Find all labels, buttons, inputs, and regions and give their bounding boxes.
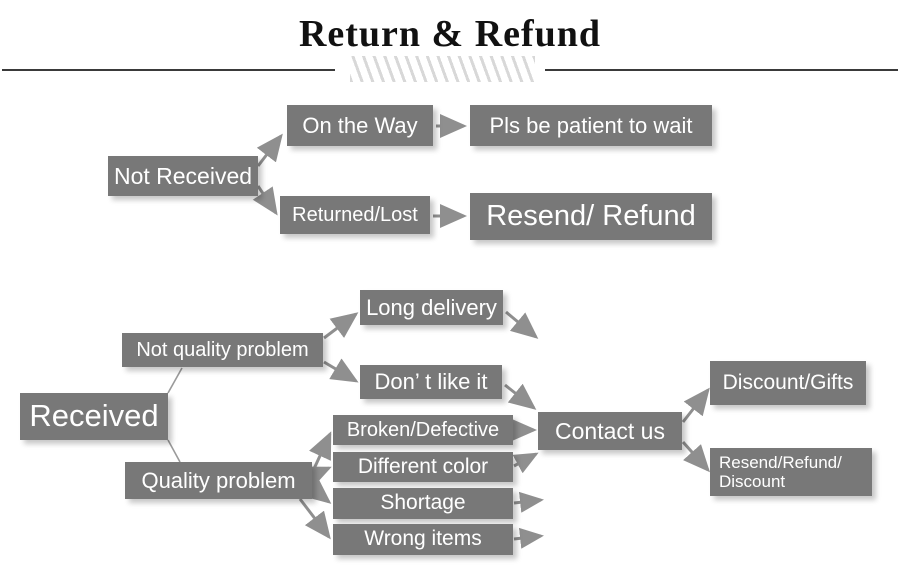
node-pls-be-patient-to-wait[interactable]: Pls be patient to wait <box>470 105 712 146</box>
node-resend-refund[interactable]: Resend/ Refund <box>470 193 712 240</box>
edge-received-not-quality <box>167 367 183 394</box>
node-not-received[interactable]: Not Received <box>108 156 258 196</box>
page-title: Return & Refund <box>298 13 602 55</box>
edge-contact-discount-gifts <box>681 387 710 423</box>
edge-not-quality-long-delivery <box>323 312 359 340</box>
edge-not-received-on-the-way <box>256 133 283 167</box>
edge-quality-shortage <box>302 477 332 504</box>
node-resend-refund-discount[interactable]: Resend/Refund/ Discount <box>710 448 872 496</box>
node-wrong-items[interactable]: Wrong items <box>333 524 513 555</box>
edge-received-quality <box>167 439 181 463</box>
node-long-delivery[interactable]: Long delivery <box>360 290 503 325</box>
page-header: Return & Refund <box>0 0 900 90</box>
edge-quality-different-color <box>302 466 332 489</box>
node-dont-like-it[interactable]: Don’ t like it <box>360 365 502 399</box>
divider-rule-right <box>545 69 898 71</box>
divider-rule-left <box>2 69 335 71</box>
edge-quality-broken <box>309 431 332 472</box>
edge-dont-like-contact <box>504 383 537 410</box>
edge-wrong-items-contact <box>513 527 544 549</box>
edge-not-received-returned-lost <box>252 185 278 216</box>
node-different-color[interactable]: Different color <box>333 452 513 482</box>
node-not-quality-problem[interactable]: Not quality problem <box>122 333 323 367</box>
edge-contact-resend-discount <box>681 441 710 473</box>
connector-layer <box>167 114 710 549</box>
node-received[interactable]: Received <box>20 393 168 440</box>
edge-not-quality-dont-like <box>323 358 359 383</box>
edge-quality-wrong-items <box>298 498 331 540</box>
node-shortage[interactable]: Shortage <box>333 488 513 519</box>
node-quality-problem[interactable]: Quality problem <box>125 462 312 499</box>
node-discount-gifts[interactable]: Discount/Gifts <box>710 361 866 405</box>
divider-hatch-ornament <box>350 56 535 82</box>
node-broken-defective[interactable]: Broken/Defective <box>333 415 513 445</box>
flowchart: Not Received On the Way Pls be patient t… <box>0 90 900 578</box>
edge-different-color-contact <box>512 452 539 474</box>
node-returned-lost[interactable]: Returned/Lost <box>280 196 430 234</box>
edge-shortage-contact <box>513 491 544 513</box>
edge-long-delivery-contact <box>505 310 539 339</box>
node-contact-us[interactable]: Contact us <box>538 412 682 450</box>
node-on-the-way[interactable]: On the Way <box>287 105 433 146</box>
